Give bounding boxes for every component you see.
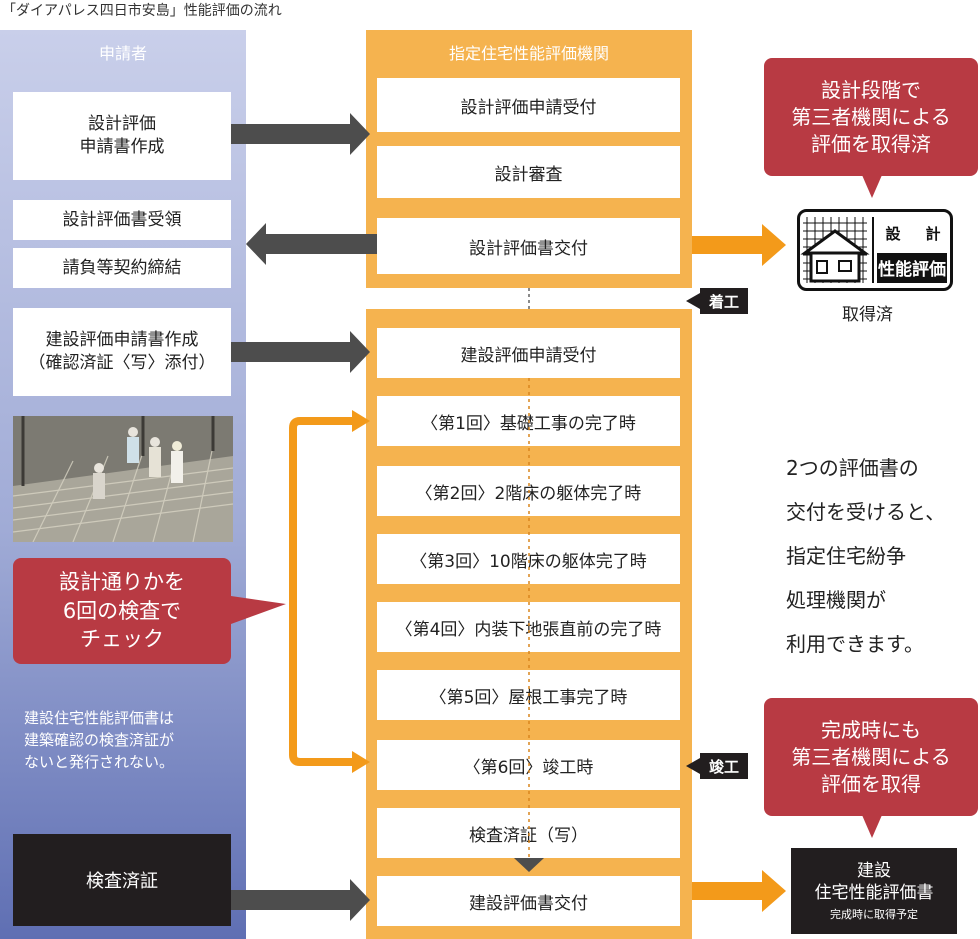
arrow-design-application xyxy=(231,113,370,155)
logo-char-left: 設 xyxy=(885,225,901,243)
design-evaluation-callout-bubble: 設計段階で 第三者機関による 評価を取得済 xyxy=(764,58,978,176)
arrow-construction-report-out xyxy=(692,870,786,912)
design-review-box: 設計審査 xyxy=(377,146,680,198)
inspection-bracket xyxy=(289,417,354,766)
inspection-bubble-tail xyxy=(231,596,286,624)
bracket-arrow-bottom xyxy=(352,751,370,773)
construction-report-issue-box: 建設評価書交付 xyxy=(377,876,680,926)
construction-site-photo xyxy=(13,416,233,542)
inspection-callout-bubble: 設計通りかを 6回の検査で チェック xyxy=(13,558,231,664)
arrow-design-report-out xyxy=(692,224,786,266)
applicant-header: 申請者 xyxy=(98,44,147,63)
final-report-title: 建設 住宅性能評価書 xyxy=(814,860,934,903)
page-title: 「ダイアパレス四日市安島」性能評価の流れ xyxy=(2,3,282,19)
completion-tag: 竣工 xyxy=(700,753,748,779)
construction-start-tag: 着工 xyxy=(700,288,748,314)
completion-evaluation-callout-bubble: 完成時にも 第三者機関による 評価を取得 xyxy=(764,698,978,816)
final-report-subtitle: 完成時に取得予定 xyxy=(830,908,918,922)
contract-box: 請負等契約締結 xyxy=(13,248,231,288)
bracket-arrow-top xyxy=(352,410,370,432)
design-report-issue-box: 設計評価書交付 xyxy=(377,218,680,274)
construction-application-receipt-box: 建設評価申請受付 xyxy=(377,328,680,378)
logo-char-right: 計 xyxy=(925,225,940,243)
completion-bubble-tail xyxy=(862,815,882,838)
design-report-received-box: 設計評価書受領 xyxy=(13,200,231,240)
arrow-inspection-certificate xyxy=(231,879,370,921)
design-bubble-tail xyxy=(862,175,882,198)
construction-application-box: 建設評価申請書作成 （確認済証〈写〉添付） xyxy=(13,308,231,396)
inspection-1-box: 〈第1回〉基礎工事の完了時 xyxy=(377,396,680,446)
design-application-receipt-box: 設計評価申請受付 xyxy=(377,78,680,132)
logo-main-text: 性能評価 xyxy=(878,259,946,280)
arrow-design-report-return xyxy=(246,223,377,265)
dispute-info-text: 2つの評価書の 交付を受けると、 指定住宅紛争 処理機関が 利用できます。 xyxy=(786,456,946,656)
inspection-certificate-box: 検査済証 xyxy=(13,834,231,926)
arrow-down-to-report xyxy=(514,858,544,872)
performance-evaluation-logo: 設 計 性能評価 xyxy=(797,209,953,291)
applicant-note: 建設住宅性能評価書は 建築確認の検査済証が ないと発行されない。 xyxy=(24,709,175,771)
arrow-construction-application xyxy=(231,331,370,373)
design-application-box: 設計評価 申請書作成 xyxy=(13,92,231,180)
start-tag-pointer xyxy=(686,293,700,309)
construction-site-illustration xyxy=(13,416,233,542)
acquired-label: 取得済 xyxy=(842,305,893,325)
agency-header: 指定住宅性能評価機関 xyxy=(448,44,609,63)
site-inspection-label: 6回の現場検査がある xyxy=(297,498,318,701)
completion-tag-pointer xyxy=(686,758,700,774)
construction-performance-report-box: 建設 住宅性能評価書 完成時に取得予定 xyxy=(791,848,957,934)
